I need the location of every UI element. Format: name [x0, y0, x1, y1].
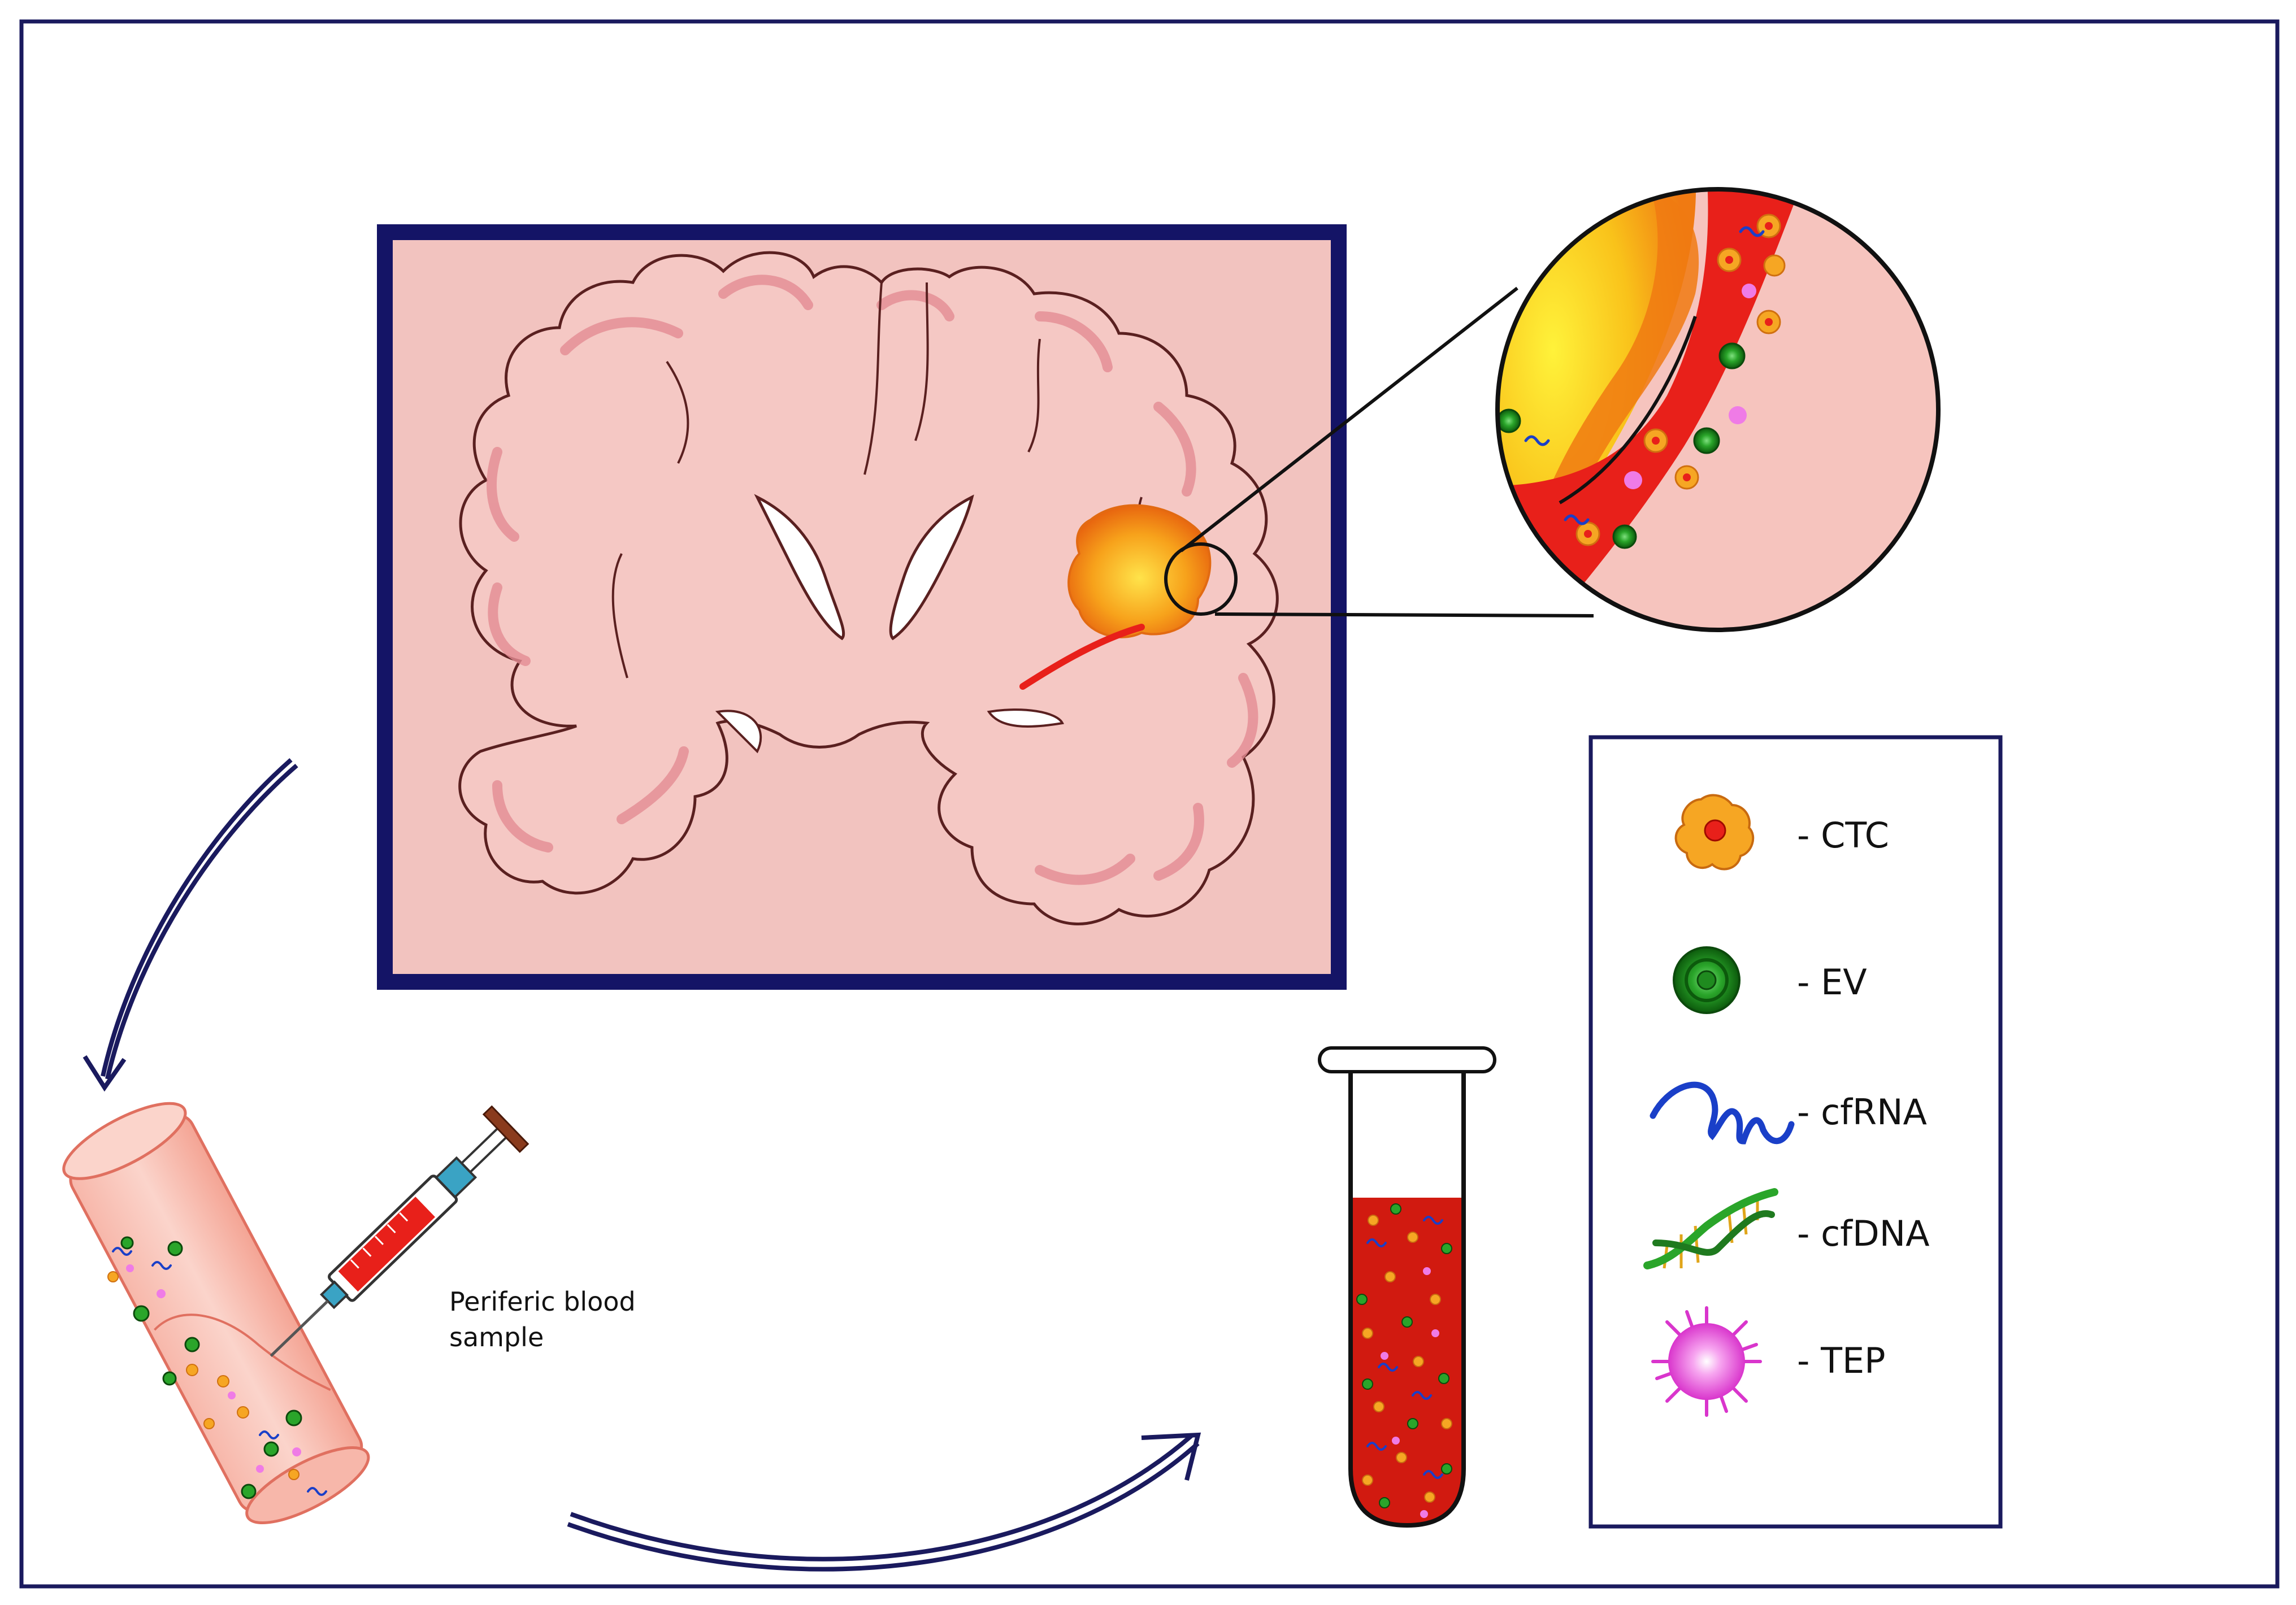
gyri-highlights [487, 275, 1258, 885]
legend-panel: - CTC - EV - cfRNA [1588, 735, 2003, 1529]
brain-coronal-section [458, 251, 1279, 925]
lateral-ventricles [754, 494, 974, 641]
legend-item-ev: - EV [1673, 946, 1867, 1014]
blood-sample-label-line2: sample [449, 1322, 544, 1352]
temporal-horn [987, 708, 1065, 728]
vessel-particles [107, 1236, 327, 1499]
zoom-vessel-band [1498, 189, 1803, 599]
legend-label-cfdna: - cfDNA [1797, 1213, 1930, 1254]
legend-item-cfrna: - cfRNA [1650, 1081, 1927, 1145]
third-ventricle [715, 710, 762, 754]
outer-frame [19, 19, 2280, 1589]
flow-arrow-down [83, 758, 298, 1092]
legend-label-ev: - EV [1797, 962, 1867, 1003]
test-tube [1318, 1046, 1496, 1528]
legend-item-cfdna: - cfDNA [1643, 1188, 1930, 1269]
rna-strand-icon [1650, 1081, 1795, 1145]
blood-sample-label: Periferic blood sample [449, 1286, 644, 1352]
tumor-blood-vessel [1019, 624, 1145, 690]
legend-label-cfrna: - cfRNA [1797, 1091, 1927, 1133]
brain-panel [377, 224, 1347, 990]
test-tube-rim [1318, 1046, 1496, 1073]
syringe-icon [270, 1105, 529, 1358]
flow-arrow-right [567, 1432, 1201, 1572]
legend-label-tep: - TEP [1797, 1340, 1886, 1381]
brain-outline [458, 251, 1279, 925]
legend-box [1588, 735, 2003, 1529]
zoom-particles [1498, 214, 1786, 549]
legend-item-tep: - TEP [1651, 1306, 1886, 1417]
brain-tumor [1067, 504, 1212, 638]
zoom-focus-circle [1164, 542, 1238, 616]
zoom-connector-lines [1180, 286, 1594, 617]
zoom-circle-border [1495, 187, 1941, 632]
legend-item-ctc: - CTC [1674, 794, 1889, 871]
platelet-icon [1651, 1306, 1762, 1417]
ctc-nucleus [1704, 819, 1726, 842]
tube-particles [1356, 1203, 1452, 1518]
test-tube-outline [1348, 1072, 1466, 1528]
blood-sample-label-line1: Periferic blood [449, 1286, 636, 1317]
legend-label-ctc: - CTC [1797, 815, 1889, 856]
blood-vessel-segment [62, 1102, 370, 1525]
dna-helix-icon [1643, 1188, 1778, 1269]
zoomed-vessel-view [1495, 187, 1941, 632]
